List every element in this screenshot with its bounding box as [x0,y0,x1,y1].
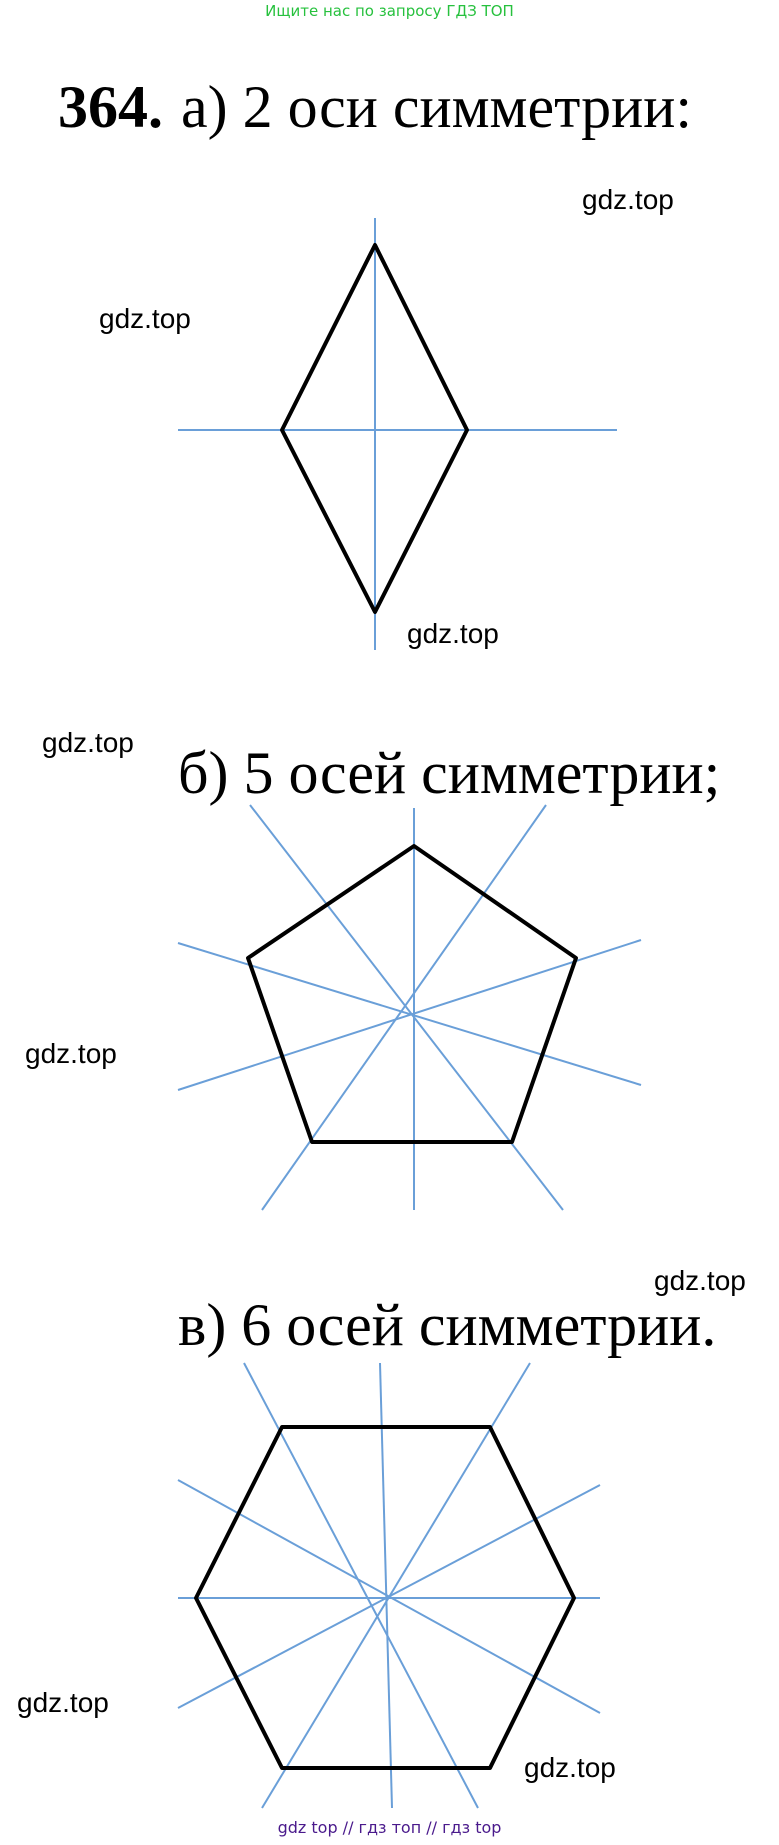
rhombus-shape [280,243,469,614]
symmetry-axis [261,804,547,1211]
watermark: gdz.top [99,303,191,334]
hexagon-shape [194,1425,576,1770]
top-banner: Ищите нас по запросу ГДЗ ТОП [265,2,514,20]
symmetry-axis [177,939,642,1091]
pentagon-shape [246,844,578,1144]
symmetry-axis [177,1484,601,1709]
part-a-label: а) 2 оси симметрии: [181,74,692,140]
watermark: gdz.top [654,1265,746,1296]
watermark: gdz.top [25,1038,117,1069]
watermark: gdz.top [42,727,134,758]
symmetry-axis [379,1362,393,1809]
task-number: 364. [58,74,163,140]
task-heading: 364. а) 2 оси симметрии: [58,72,692,142]
footer-links[interactable]: gdz top // гдз топ // гдз top [277,1818,502,1837]
watermark: gdz.top [524,1752,616,1783]
watermark: gdz.top [582,184,674,215]
part-b-label: б) 5 осей симметрии; [178,740,721,806]
watermark: gdz.top [407,618,499,649]
symmetry-axis [243,1362,479,1809]
watermark: gdz.top [17,1687,109,1718]
part-c-label: в) 6 осей симметрии. [178,1292,717,1358]
symmetry-axis [261,1362,531,1809]
